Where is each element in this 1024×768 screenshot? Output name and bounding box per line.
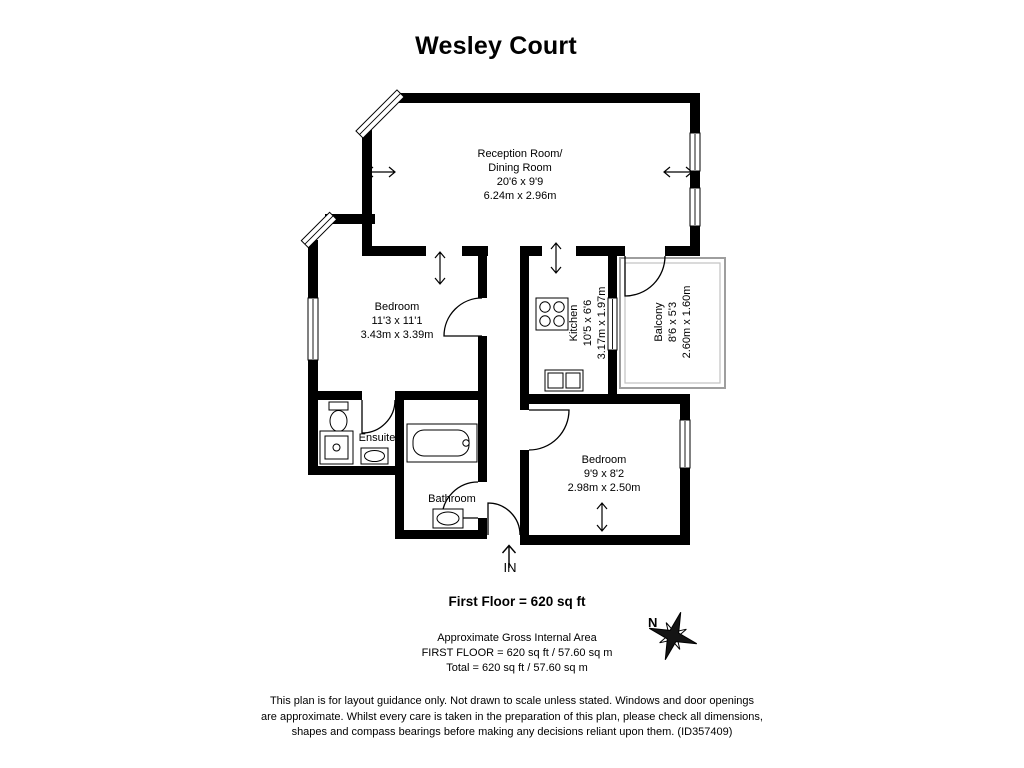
door-arc-entrance xyxy=(487,502,521,536)
opening-arrow-kitchen-top xyxy=(550,242,562,274)
door-arcs xyxy=(361,255,666,536)
ensuite-basin-icon xyxy=(360,447,389,465)
entrance-label: IN xyxy=(503,560,517,575)
kitchen-sink-icon xyxy=(544,369,584,392)
window-kitchen-right xyxy=(607,297,618,351)
reception-name-line1: Reception Room/ xyxy=(477,148,563,160)
area-summary-line2: FIRST FLOOR = 620 sq ft / 57.60 sq m xyxy=(421,647,613,659)
balcony-name: Balcony xyxy=(653,302,665,342)
disclaimer-line2: are approximate. Whilst every care is ta… xyxy=(261,710,763,723)
area-summary-line1: Approximate Gross Internal Area xyxy=(437,632,597,644)
bedroom2-dims-imperial: 9'9 x 8'2 xyxy=(583,468,625,480)
floor-total: First Floor = 620 sq ft xyxy=(448,594,586,609)
bathroom-name: Bathroom xyxy=(428,493,476,505)
door-arc-bedroom1 xyxy=(443,297,483,337)
entrance-arrow-icon xyxy=(501,544,517,568)
bathroom-basin-icon xyxy=(432,508,464,529)
dimension-arrows xyxy=(366,166,693,532)
page-title: Wesley Court xyxy=(415,32,577,60)
bathtub-icon xyxy=(406,423,478,463)
window-bedroom1-left xyxy=(307,297,319,361)
balcony-railing xyxy=(619,257,726,389)
disclaimer-line3: shapes and compass bearings before makin… xyxy=(291,726,733,738)
bedroom1-dims-metric: 3.43m x 3.39m xyxy=(360,329,434,341)
window-reception-right-lower xyxy=(689,187,701,227)
door-arc-balcony xyxy=(624,255,666,297)
dim-arrow-bedroom2-bottom xyxy=(596,502,608,532)
kitchen-dims-imperial: 10'5 x 6'6 xyxy=(582,299,594,347)
bathroom-label: Bathroom xyxy=(412,492,492,506)
dim-arrow-reception-right xyxy=(663,166,693,178)
bedroom1-label: Bedroom 11'3 x 11'1 3.43m x 3.39m xyxy=(317,300,477,342)
kitchen-label: Kitchen 10'5 x 6'6 3.17m x 1.97m xyxy=(567,263,609,383)
reception-dims-imperial: 20'6 x 9'9 xyxy=(496,176,544,188)
reception-name-line2: Dining Room xyxy=(488,162,552,174)
balcony-dims-metric: 2.60m x 1.60m xyxy=(681,285,693,359)
bedroom1-dims-imperial: 11'3 x 11'1 xyxy=(371,315,423,327)
opening-arrow-bedroom1-top xyxy=(434,251,446,285)
door-arc-ensuite xyxy=(361,399,396,434)
kitchen-name: Kitchen xyxy=(568,304,580,342)
kitchen-dims-metric: 3.17m x 1.97m xyxy=(596,286,608,360)
bedroom2-dims-metric: 2.98m x 2.50m xyxy=(567,482,641,494)
shower-icon xyxy=(319,430,354,465)
area-summary-line3: Total = 620 sq ft / 57.60 sq m xyxy=(446,662,588,674)
ensuite-label: Ensuite xyxy=(337,431,417,445)
door-arc-bedroom2 xyxy=(528,409,570,451)
window-bedroom1-corner xyxy=(300,211,338,249)
disclaimer-line1: This plan is for layout guidance only. N… xyxy=(269,695,755,707)
reception-dims-metric: 6.24m x 2.96m xyxy=(483,190,557,202)
ensuite-name: Ensuite xyxy=(358,432,396,444)
toilet-icon xyxy=(328,401,349,432)
disclaimer: This plan is for layout guidance only. N… xyxy=(0,694,1024,741)
compass-rose-icon xyxy=(648,611,698,661)
bedroom2-name: Bedroom xyxy=(581,454,627,466)
balcony-dims-imperial: 8'6 x 5'3 xyxy=(667,301,679,343)
bedroom1-name: Bedroom xyxy=(374,301,420,313)
compass-north-label: N xyxy=(648,615,658,630)
window-reception-right-upper xyxy=(689,132,701,172)
balcony-label: Balcony 8'6 x 5'3 2.60m x 1.60m xyxy=(652,262,694,382)
window-reception-corner xyxy=(355,89,405,139)
bedroom2-label: Bedroom 9'9 x 8'2 2.98m x 2.50m xyxy=(524,453,684,495)
area-summary: Approximate Gross Internal Area FIRST FL… xyxy=(0,631,1024,676)
reception-label: Reception Room/ Dining Room 20'6 x 9'9 6… xyxy=(420,147,620,203)
hob-icon xyxy=(535,297,569,331)
window-bedroom2-right xyxy=(679,419,691,469)
dim-arrow-reception-left xyxy=(366,166,396,178)
